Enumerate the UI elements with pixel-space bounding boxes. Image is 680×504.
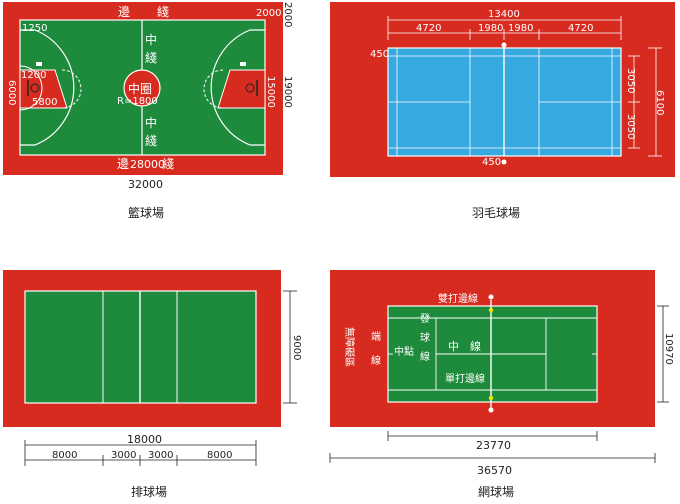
- basketball-sideline-top-right: 綫: [157, 5, 169, 19]
- basketball-sideline-bottom-left: 邊: [117, 157, 129, 171]
- badminton-dim-3050-top: 3050: [625, 68, 636, 93]
- badminton-post-bottom: [501, 159, 507, 165]
- tennis-dim-10970: 10970: [663, 333, 674, 365]
- basketball-dim-32000: 32000: [128, 178, 163, 191]
- basketball-left-restricted-arc: [19, 65, 43, 111]
- badminton-diagram: 13400 4720 1980 1980 4720 450 450 3050 3…: [330, 2, 675, 220]
- volleyball-dim-3000-left: 3000: [111, 450, 136, 461]
- basketball-dim-28000: 28000: [130, 158, 165, 171]
- basketball-center-circle: [123, 69, 161, 107]
- basketball-left-3pt: [20, 29, 75, 146]
- badminton-dim-1980-left: 1980: [478, 23, 503, 34]
- tennis-dim-36570: 36570: [477, 464, 512, 477]
- basketball-right-hoop: [245, 83, 255, 93]
- basketball-caption: 籃球場: [128, 205, 164, 220]
- basketball-dim-2000-side: 2000: [282, 2, 293, 27]
- basketball-sideline-bottom-right: 綫: [162, 157, 174, 171]
- tennis-center-line-2: 線: [470, 339, 481, 353]
- badminton-dim-4720-left: 4720: [416, 23, 441, 34]
- basketball-sideline-top: 邊: [118, 5, 130, 19]
- volleyball-dim-9000: 9000: [291, 335, 302, 360]
- badminton-post-top: [501, 42, 507, 48]
- volleyball-dim-8000-left: 8000: [52, 450, 77, 461]
- basketball-dim-1200: 1200: [21, 70, 46, 81]
- basketball-right-ft-arc: [203, 69, 224, 109]
- tennis-singles-sideline: 單打邊線: [445, 372, 485, 385]
- badminton-dim-450-bottom: 450: [482, 157, 501, 168]
- tennis-service-line-2: 球: [420, 331, 430, 344]
- volleyball-dim-3000-right: 3000: [148, 450, 173, 461]
- basketball-center-text-1: 中: [145, 32, 157, 47]
- tennis-post-bottom: [488, 407, 494, 413]
- basketball-center-text-4: 綫: [145, 134, 157, 148]
- tennis-center-mark: 中點: [394, 345, 414, 358]
- volleyball-dim-18000: 18000: [127, 433, 162, 446]
- basketball-diagram: 邊 綫 2000 1250 中 綫 中圈 R=1800 中 綫 1200 580…: [3, 2, 293, 220]
- basketball-left-marker-top: [36, 62, 42, 66]
- badminton-dim-13400: 13400: [488, 9, 520, 20]
- basketball-dim-2000: 2000: [256, 8, 281, 19]
- volleyball-dim-8000-right: 8000: [207, 450, 232, 461]
- tennis-doubles-sideline: 雙打邊線: [438, 292, 478, 305]
- tennis-baseline-2: 線: [371, 354, 381, 367]
- basketball-dim-1250: 1250: [22, 23, 47, 34]
- basketball-right-key: [217, 69, 266, 109]
- badminton-dim-6100: 6100: [654, 90, 665, 115]
- volleyball-diagram: 18000 8000 3000 3000 8000 9000 排球場: [3, 270, 302, 499]
- basketball-center-circle-label: 中圈: [128, 81, 152, 96]
- badminton-dim-lines: [387, 16, 662, 157]
- tennis-caption: 網球場: [478, 485, 514, 499]
- badminton-dim-4720-right: 4720: [568, 23, 593, 34]
- basketball-center-text-3: 中: [145, 115, 157, 130]
- badminton-caption: 羽毛球場: [472, 206, 520, 220]
- tennis-service-line-1: 發: [420, 312, 430, 325]
- basketball-right-marker-top: [240, 62, 246, 66]
- tennis-singles-stick-bottom: [488, 395, 494, 401]
- basketball-left-hoop: [30, 83, 40, 93]
- basketball-right-3pt: [210, 29, 265, 146]
- tennis-diagram: 雙打邊線 單打邊線 中 線 中點 發 球 線 端 線 無障礙區 23770 36…: [329, 270, 674, 499]
- tennis-post-top: [488, 294, 494, 300]
- tennis-center-line-1: 中: [448, 340, 459, 353]
- volleyball-caption: 排球場: [131, 485, 167, 499]
- basketball-dim-6000: 6000: [6, 80, 17, 105]
- badminton-dim-1980-right: 1980: [508, 23, 533, 34]
- basketball-dim-5800: 5800: [32, 97, 57, 108]
- basketball-dim-15000: 15000: [265, 76, 276, 108]
- tennis-dim-23770: 23770: [476, 439, 511, 452]
- basketball-left-ft-arc: [61, 69, 82, 109]
- volleyball-dim-lines: [24, 290, 297, 466]
- tennis-dim-lines: [329, 305, 669, 463]
- basketball-left-key: [19, 69, 68, 109]
- badminton-dim-450-top: 450: [370, 49, 389, 60]
- tennis-singles-stick-top: [488, 307, 494, 313]
- tennis-service-line-3: 線: [420, 350, 430, 363]
- basketball-center-text-2: 綫: [145, 51, 157, 65]
- tennis-baseline-1: 端: [371, 330, 381, 343]
- badminton-dim-3050-bottom: 3050: [625, 114, 636, 139]
- basketball-dim-19000: 19000: [282, 76, 293, 108]
- basketball-dim-r1800: R=1800: [117, 96, 158, 107]
- tennis-clear-zone: 無障礙區: [343, 327, 356, 367]
